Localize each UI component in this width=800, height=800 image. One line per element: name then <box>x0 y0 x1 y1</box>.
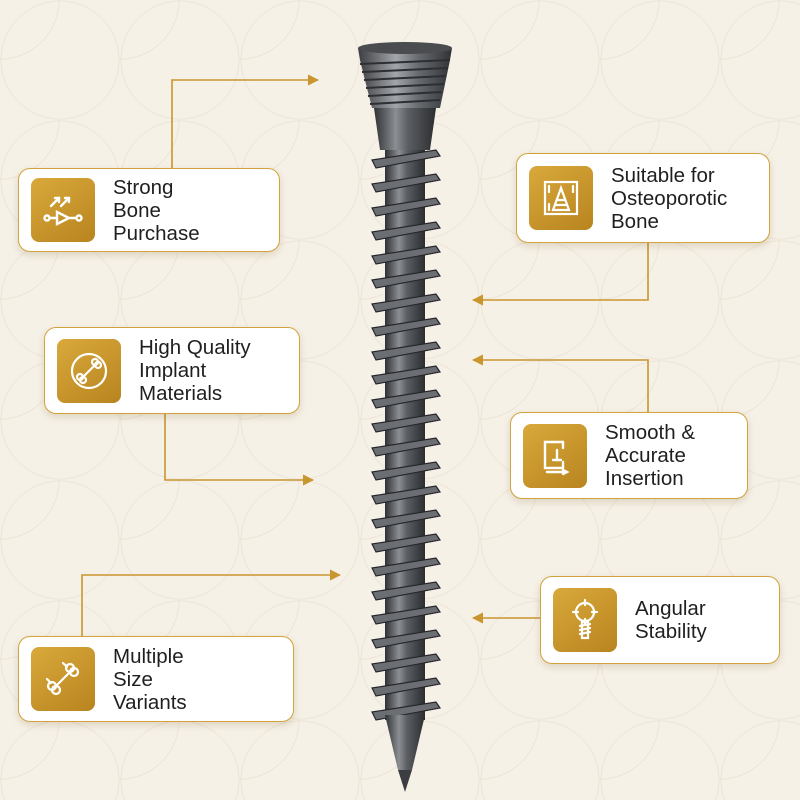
head-threads <box>359 59 451 105</box>
frame-measure-icon <box>529 166 593 230</box>
thread-flight <box>371 341 442 361</box>
feature-label: Smooth & Accurate Insertion <box>605 421 696 490</box>
thread-flight <box>371 197 442 217</box>
connector-implant <box>164 414 315 486</box>
thread-flight <box>371 365 442 385</box>
thread-flight <box>371 389 442 409</box>
thread-flight <box>371 245 442 265</box>
thread-flight <box>371 293 442 313</box>
screw-shaft <box>385 150 425 720</box>
screw-target-icon <box>553 588 617 652</box>
card-strong-bone-purchase: Strong Bone Purchase <box>18 168 280 252</box>
growth-chart-icon <box>31 178 95 242</box>
card-implant-materials: High Quality Implant Materials <box>44 327 300 414</box>
thread-flight <box>371 629 442 649</box>
thread-flight <box>371 149 442 169</box>
bone-circle-icon <box>57 338 121 403</box>
thread-flight <box>371 653 442 673</box>
thread-flight <box>371 485 442 505</box>
feature-label: Multiple Size Variants <box>113 644 187 714</box>
thread-flight <box>371 557 442 577</box>
screw-tip <box>385 715 425 770</box>
thread-flight <box>371 413 442 433</box>
feature-label: High Quality Implant Materials <box>139 336 251 405</box>
card-osteoporotic-bone: Suitable for Osteoporotic Bone <box>516 153 770 243</box>
thread-flight <box>371 533 442 553</box>
connector-size <box>81 569 342 636</box>
thread-flight <box>371 173 442 193</box>
screw-threads <box>371 149 442 721</box>
thread-flight <box>371 581 442 601</box>
thread-flight <box>371 317 442 337</box>
connector-strong-bone <box>171 74 320 168</box>
card-angular-stability: Angular Stability <box>540 576 780 664</box>
connector-insertion <box>471 354 649 412</box>
clamp-icon <box>523 423 587 488</box>
thread-flight <box>371 461 442 481</box>
thread-flight <box>371 605 442 625</box>
thread-flight <box>371 269 442 289</box>
screw-neck <box>374 108 436 150</box>
feature-label: Strong Bone Purchase <box>113 175 200 245</box>
bone-icon <box>31 647 95 711</box>
connector-osteoporotic <box>471 243 649 306</box>
thread-flight <box>371 677 442 697</box>
feature-label: Angular Stability <box>635 597 707 643</box>
card-size-variants: Multiple Size Variants <box>18 636 294 722</box>
thread-flight <box>371 509 442 529</box>
feature-label: Suitable for Osteoporotic Bone <box>611 163 728 233</box>
thread-flight <box>371 437 442 457</box>
thread-flight <box>371 221 442 241</box>
card-smooth-insertion: Smooth & Accurate Insertion <box>510 412 748 499</box>
